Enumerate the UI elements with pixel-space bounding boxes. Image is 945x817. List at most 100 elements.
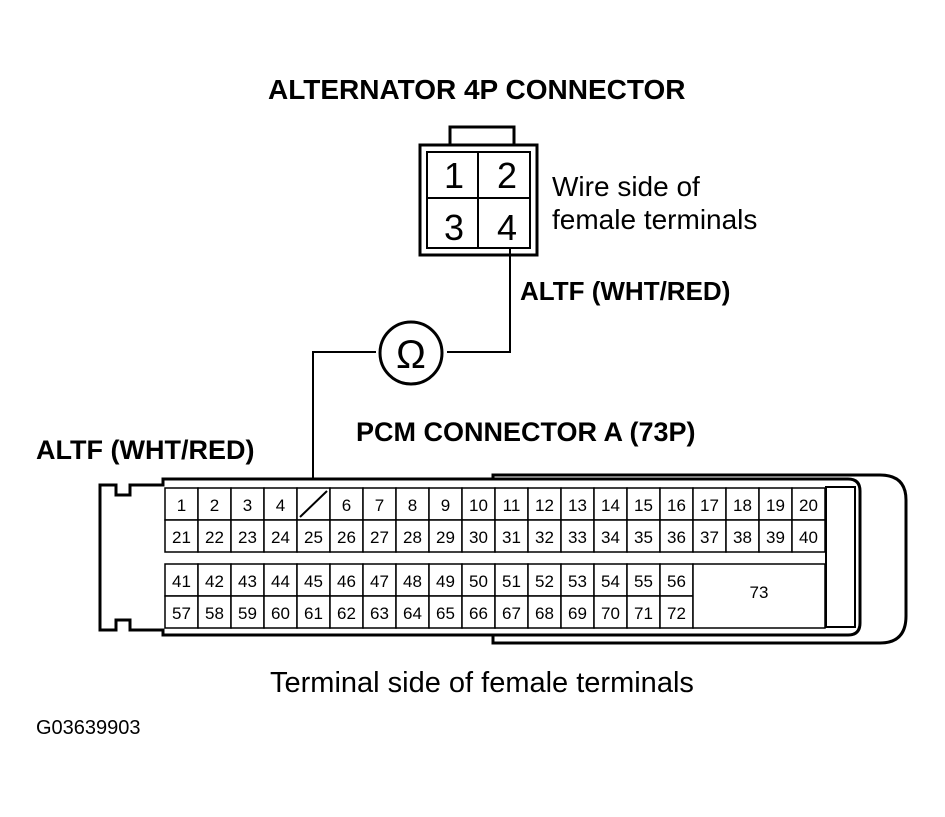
pcm-pin-label-65: 65 — [436, 604, 455, 623]
pcm-pin-cell-67 — [494, 595, 529, 629]
pcm-pin-cell-40 — [791, 519, 826, 553]
pcm-pin-label-10: 10 — [469, 496, 488, 515]
pcm-pin-label-42: 42 — [205, 572, 224, 591]
pcm-pin-label-51: 51 — [502, 572, 521, 591]
pcm-pin-label-48: 48 — [403, 572, 422, 591]
pcm-pin-label-59: 59 — [238, 604, 257, 623]
ohmmeter-test-circuit: Ω — [312, 248, 511, 512]
pcm-pin-label-40: 40 — [799, 528, 818, 547]
pcm-pin-label-54: 54 — [601, 572, 620, 591]
alternator-side-note-line1: Wire side of — [552, 171, 700, 202]
pcm-connector-title: PCM CONNECTOR A (73P) — [356, 417, 696, 447]
pcm-pin-label-69: 69 — [568, 604, 587, 623]
pcm-pin-label-6: 6 — [342, 496, 351, 515]
pcm-pin-cell-43 — [230, 563, 265, 597]
pcm-pin-cell-38 — [725, 519, 760, 553]
pcm-pin-label-12: 12 — [535, 496, 554, 515]
test-lead-alternator — [447, 248, 511, 353]
pcm-pin-label-13: 13 — [568, 496, 587, 515]
pcm-pin-label-50: 50 — [469, 572, 488, 591]
pcm-pin-label-17: 17 — [700, 496, 719, 515]
pcm-pin-label-4: 4 — [276, 496, 285, 515]
pcm-pin-label-9: 9 — [441, 496, 450, 515]
pcm-pin-label-55: 55 — [634, 572, 653, 591]
pcm-pin-label-36: 36 — [667, 528, 686, 547]
pcm-pin-label-67: 67 — [502, 604, 521, 623]
pcm-pin-cell-65 — [428, 595, 463, 629]
pcm-connector-end-block — [825, 486, 856, 628]
pcm-pin-cell-42 — [197, 563, 232, 597]
pcm-pin-label-62: 62 — [337, 604, 356, 623]
pcm-pin-label-18: 18 — [733, 496, 752, 515]
pcm-pin-cell-66 — [461, 595, 496, 629]
pcm-pin-cell-68 — [527, 595, 562, 629]
pcm-pin-label-30: 30 — [469, 528, 488, 547]
alternator-pin-2: 2 — [497, 155, 517, 196]
pcm-pin-cell-73 — [692, 563, 826, 629]
pcm-pin-label-1: 1 — [177, 496, 186, 515]
pcm-pin-cell-10 — [461, 487, 496, 521]
pcm-pin-label-53: 53 — [568, 572, 587, 591]
pcm-pin-label-25: 25 — [304, 528, 323, 547]
pcm-pin-label-29: 29 — [436, 528, 455, 547]
pcm-pin-unused-slash — [299, 490, 328, 518]
pcm-pin-cell-69 — [560, 595, 595, 629]
alternator-pin-3: 3 — [444, 207, 464, 248]
pcm-pin-cell-26 — [329, 519, 364, 553]
pcm-pin-label-38: 38 — [733, 528, 752, 547]
pcm-pin-label-34: 34 — [601, 528, 620, 547]
pcm-pin-label-66: 66 — [469, 604, 488, 623]
pcm-pin-label-20: 20 — [799, 496, 818, 515]
pcm-pin-cell-72 — [659, 595, 694, 629]
pcm-pin-label-22: 22 — [205, 528, 224, 547]
figure-id: G03639903 — [36, 717, 141, 739]
pcm-pin-cell-33 — [560, 519, 595, 553]
pcm-pin-label-72: 72 — [667, 604, 686, 623]
pcm-pin-label-16: 16 — [667, 496, 686, 515]
pcm-pin-label-23: 23 — [238, 528, 257, 547]
pcm-pin-cell-28 — [395, 519, 430, 553]
pcm-pin-label-31: 31 — [502, 528, 521, 547]
pcm-footer-note: Terminal side of female terminals — [270, 667, 694, 699]
pcm-pin-label-2: 2 — [210, 496, 219, 515]
pcm-pin-cell-71 — [626, 595, 661, 629]
pcm-pin-label-47: 47 — [370, 572, 389, 591]
pcm-pin-cell-27 — [362, 519, 397, 553]
pcm-pin-label-32: 32 — [535, 528, 554, 547]
pcm-pin-label-57: 57 — [172, 604, 191, 623]
pcm-pin-label-44: 44 — [271, 572, 290, 591]
pcm-pin-cell-41 — [164, 563, 199, 597]
pcm-pin-label-63: 63 — [370, 604, 389, 623]
pcm-pin-cell-11 — [494, 487, 529, 521]
pcm-pin-label-24: 24 — [271, 528, 290, 547]
test-lead-pcm — [312, 351, 376, 512]
alternator-pin-4: 4 — [497, 207, 517, 248]
pcm-pin-label-28: 28 — [403, 528, 422, 547]
pcm-pin-label-11: 11 — [503, 496, 521, 515]
pcm-pin-cell-13 — [560, 487, 595, 521]
pcm-pin-cell-20 — [791, 487, 826, 521]
pcm-pin-label-3: 3 — [243, 496, 252, 515]
pcm-pin-label-39: 39 — [766, 528, 785, 547]
pcm-pin-cell-61 — [296, 595, 331, 629]
pcm-pin-cell-37 — [692, 519, 727, 553]
pcm-pin-label-35: 35 — [634, 528, 653, 547]
alternator-connector-title: ALTERNATOR 4P CONNECTOR — [268, 74, 685, 105]
ohmmeter-icon — [378, 320, 444, 386]
pcm-pin-label-15: 15 — [634, 496, 653, 515]
pcm-pin-label-58: 58 — [205, 604, 224, 623]
pcm-pin-label-46: 46 — [337, 572, 356, 591]
pcm-pin-label-37: 37 — [700, 528, 719, 547]
alternator-pin-1: 1 — [444, 155, 464, 196]
alternator-wire-label: ALTF (WHT/RED) — [520, 276, 730, 306]
pcm-pin-cell-47 — [362, 563, 397, 597]
pcm-pin-label-56: 56 — [667, 572, 686, 591]
pcm-pin-label-43: 43 — [238, 572, 257, 591]
pcm-pin-label-64: 64 — [403, 604, 422, 623]
pcm-pin-label-21: 21 — [172, 528, 191, 547]
pcm-pin-cell-64 — [395, 595, 430, 629]
pcm-pin-cell-44 — [263, 563, 298, 597]
ohm-symbol: Ω — [396, 333, 426, 377]
